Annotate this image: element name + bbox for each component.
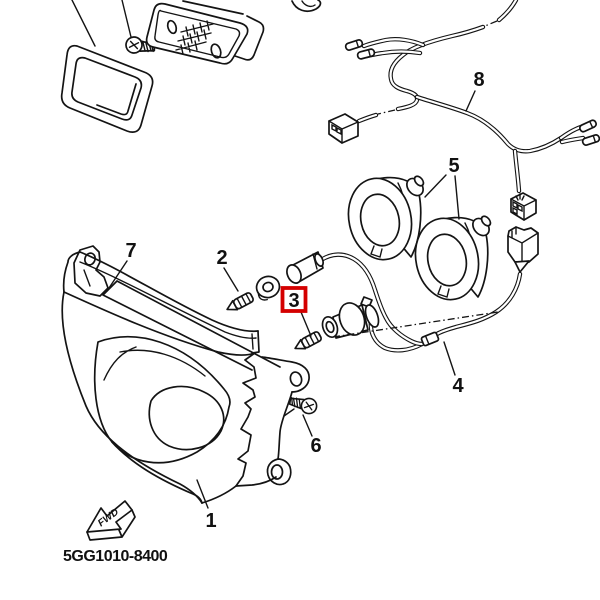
lens-hole-right bbox=[210, 43, 222, 59]
socket-cord-assembly bbox=[286, 251, 523, 353]
cord-band bbox=[420, 331, 440, 347]
rubber-boot-2 bbox=[414, 215, 492, 301]
bullet-terminal bbox=[356, 48, 376, 60]
rubber-boot-1 bbox=[347, 175, 425, 261]
callout-4[interactable]: 4 bbox=[452, 375, 464, 397]
highlight-box bbox=[280, 286, 308, 313]
bulb-3 bbox=[294, 331, 322, 350]
bullet-terminal bbox=[579, 119, 597, 133]
callout-5[interactable]: 5 bbox=[448, 155, 459, 177]
bullet-terminal bbox=[344, 39, 364, 51]
grommet bbox=[255, 275, 281, 301]
cropped-part-top bbox=[291, 0, 322, 12]
part-number: 5GG1010-8400 bbox=[63, 548, 168, 565]
top-leader-lines bbox=[71, 0, 132, 47]
callout-3[interactable]: 3 bbox=[288, 290, 299, 312]
callout-7[interactable]: 7 bbox=[125, 240, 136, 262]
connector-small bbox=[510, 192, 537, 221]
callout-8[interactable]: 8 bbox=[473, 69, 484, 91]
headlight-connector bbox=[328, 113, 359, 144]
headlight-unit bbox=[61, 245, 310, 504]
gasket bbox=[60, 44, 154, 133]
lens-hole-left bbox=[166, 19, 178, 35]
connector-large bbox=[507, 226, 539, 273]
mount-hole-upper bbox=[289, 371, 303, 387]
lens-graduations bbox=[175, 20, 214, 55]
bullet-terminal bbox=[581, 134, 600, 146]
callout-2[interactable]: 2 bbox=[216, 247, 227, 269]
callout-1[interactable]: 1 bbox=[205, 510, 216, 532]
screw-6 bbox=[288, 397, 318, 415]
leader-lines bbox=[106, 90, 476, 509]
callout-6[interactable]: 6 bbox=[310, 435, 321, 457]
lens-cover bbox=[145, 0, 265, 65]
mount-hole-lower bbox=[270, 464, 284, 480]
bulb-2 bbox=[226, 292, 254, 311]
fwd-arrow-icon: FWD bbox=[86, 500, 136, 541]
headlight-socket bbox=[321, 296, 380, 339]
position-socket bbox=[286, 251, 324, 284]
wire-harness bbox=[328, 0, 600, 273]
